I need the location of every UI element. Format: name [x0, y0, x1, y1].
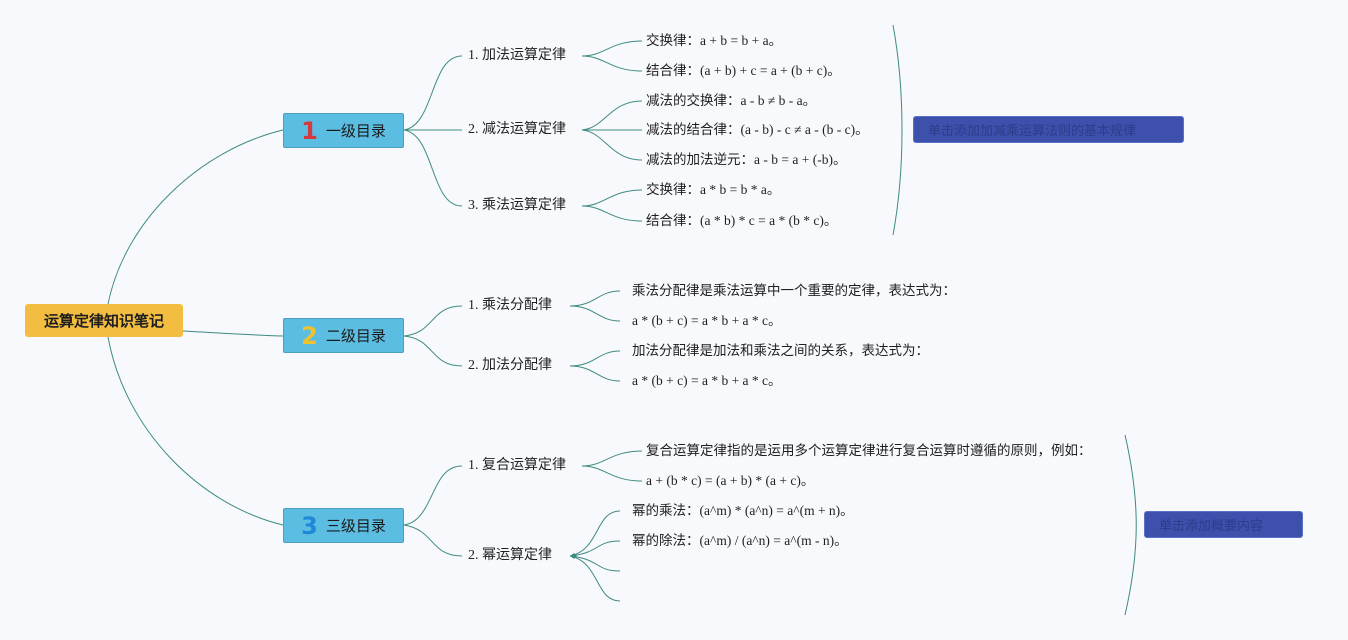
- leaf-compound-desc[interactable]: 复合运算定律指的是运用多个运算定律进行复合运算时遵循的原则，例如：: [646, 441, 1092, 461]
- section-3-node[interactable]: 3 三级目录: [283, 508, 404, 543]
- edge-s1-t3: [403, 129, 463, 207]
- topic-addition-laws[interactable]: 1. 加法运算定律: [468, 48, 566, 63]
- root-node[interactable]: 运算定律知识笔记: [25, 304, 183, 337]
- leaf-subtraction-inverse[interactable]: 减法的加法逆元：a - b = a + (-b)。: [646, 150, 847, 170]
- section-1-label: 一级目录: [325, 123, 386, 140]
- topic-addition-distributive[interactable]: 2. 加法分配律: [468, 358, 552, 373]
- summary-1-label: 单击添加加减乘运算法则的基本规律: [928, 123, 1137, 138]
- edge-s3-t1: [403, 465, 463, 526]
- leaf-addition-associative[interactable]: 结合律：(a + b) + c = a + (b + c)。: [646, 61, 841, 81]
- topic-multiplication-laws[interactable]: 3. 乘法运算定律: [468, 198, 566, 213]
- section-3-label: 三级目录: [325, 518, 386, 535]
- edge-root-section-2: [182, 330, 284, 337]
- topic-multiplication-distributive[interactable]: 1. 乘法分配律: [468, 298, 552, 313]
- topic-power-laws[interactable]: 2. 幂运算定律: [468, 548, 552, 563]
- summary-bracket-2: [1124, 434, 1137, 616]
- edge-root-section-3: [107, 336, 284, 526]
- number-3-badge-icon: 3: [301, 511, 318, 540]
- leaf-subtraction-commutative[interactable]: 减法的交换律：a - b ≠ b - a。: [646, 91, 817, 111]
- leaf-add-distributive-desc[interactable]: 加法分配律是加法和乘法之间的关系，表达式为：: [632, 341, 929, 361]
- summary-box-2[interactable]: 单击添加概要内容: [1144, 511, 1303, 538]
- edge-root-section-1: [107, 129, 284, 305]
- leaf-addition-commutative[interactable]: 交换律：a + b = b + a。: [646, 31, 783, 51]
- leaf-multiplication-commutative[interactable]: 交换律：a * b = b * a。: [646, 180, 781, 200]
- leaf-subtraction-associative[interactable]: 减法的结合律：(a - b) - c ≠ a - (b - c)。: [646, 120, 869, 140]
- topic-subtraction-laws[interactable]: 2. 减法运算定律: [468, 122, 566, 137]
- leaf-mult-distributive-desc[interactable]: 乘法分配律是乘法运算中一个重要的定律，表达式为：: [632, 281, 956, 301]
- leaf-mult-distributive-formula[interactable]: a * (b + c) = a * b + a * c。: [632, 311, 782, 331]
- edge-s2-t1: [403, 305, 463, 337]
- number-1-badge-icon: 1: [301, 116, 318, 145]
- edge-s3-t2: [403, 524, 463, 557]
- number-2-badge-icon: 2: [301, 321, 318, 350]
- summary-2-label: 单击添加概要内容: [1159, 518, 1264, 533]
- summary-bracket-1: [892, 24, 903, 236]
- leaf-compound-example[interactable]: a + (b * c) = (a + b) * (a + c)。: [646, 471, 815, 491]
- summary-box-1[interactable]: 单击添加加减乘运算法则的基本规律: [913, 116, 1184, 143]
- section-2-label: 二级目录: [325, 328, 386, 345]
- leaf-power-division[interactable]: 幂的除法：(a^m) / (a^n) = a^(m - n)。: [632, 531, 848, 551]
- topic-compound-laws[interactable]: 1. 复合运算定律: [468, 458, 566, 473]
- leaf-power-multiplication[interactable]: 幂的乘法：(a^m) * (a^n) = a^(m + n)。: [632, 501, 854, 521]
- edge-s2-t2: [403, 335, 463, 367]
- section-1-node[interactable]: 1 一级目录: [283, 113, 404, 148]
- section-2-node[interactable]: 2 二级目录: [283, 318, 404, 353]
- leaf-add-distributive-formula[interactable]: a * (b + c) = a * b + a * c。: [632, 371, 782, 391]
- root-label: 运算定律知识笔记: [43, 313, 164, 330]
- leaf-multiplication-associative[interactable]: 结合律：(a * b) * c = a * (b * c)。: [646, 211, 838, 231]
- edge-s1-t1: [403, 55, 463, 131]
